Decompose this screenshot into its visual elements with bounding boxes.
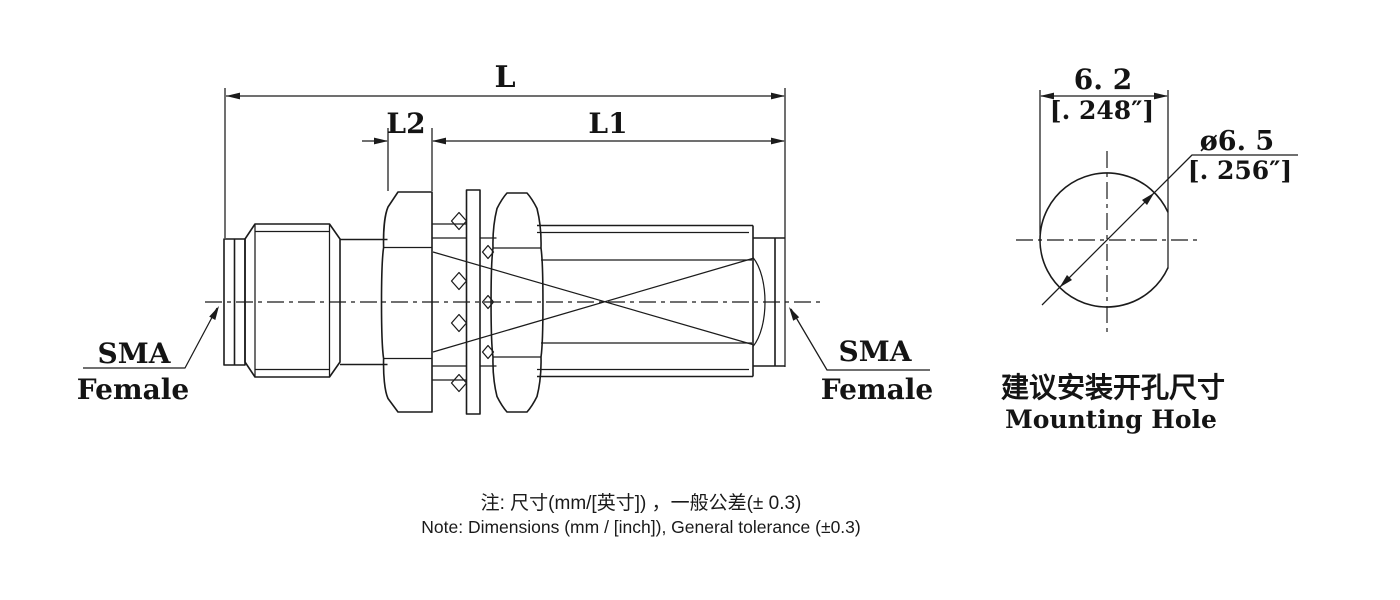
flat-washer	[465, 189, 481, 415]
right-connector-label: SMA Female	[789, 307, 933, 406]
arrowhead	[226, 92, 240, 100]
hex-nut	[380, 191, 433, 413]
leader-line	[1041, 154, 1298, 306]
arrowhead	[1059, 275, 1072, 288]
hole-width-mm: 6. 2	[1074, 63, 1132, 96]
left-port-gender: Female	[77, 373, 189, 406]
internal-cone-lines	[432, 251, 753, 353]
knurled-body	[244, 223, 341, 378]
hole-diameter-mm: ø6. 5	[1200, 126, 1274, 157]
leader-line	[790, 308, 930, 371]
drawing-notes: 注: 尺寸(mm/[英寸]) ，一般公差(± 0.3) Note: Dimens…	[421, 492, 860, 537]
socket-dome-arc	[752, 257, 766, 347]
dimension-l: L	[224, 60, 786, 367]
hole-diameter-dimension: ø6. 5 [. 256″]	[1041, 126, 1298, 306]
dim-label-l2: L2	[386, 107, 425, 140]
arrowhead	[374, 137, 388, 145]
hole-width-inch: [. 248″]	[1050, 96, 1154, 125]
arrowhead	[1154, 92, 1168, 100]
right-end-cap	[753, 237, 785, 367]
thread-lines-left	[432, 223, 467, 381]
arrowhead	[209, 306, 219, 320]
right-port-type: SMA	[839, 335, 913, 368]
right-port-gender: Female	[821, 373, 933, 406]
note-line-zh: 注: 尺寸(mm/[英寸]) ，一般公差(± 0.3)	[481, 492, 802, 514]
left-port-type: SMA	[98, 337, 172, 370]
arrowhead	[1040, 92, 1054, 100]
dim-label-l1: L1	[588, 107, 627, 140]
mounting-hole-caption-zh: 建议安装开孔尺寸	[1001, 372, 1225, 403]
arrowhead	[432, 137, 446, 145]
dimension-l1: L1	[432, 107, 785, 145]
arrowhead	[771, 92, 785, 100]
dimension-l2: L2	[362, 107, 433, 191]
mounting-hole-view: 6. 2 [. 248″] ø6. 5 [. 256″] 建议安装开孔尺寸 Mo…	[1001, 63, 1298, 434]
hole-diameter-inch: [. 256″]	[1188, 156, 1292, 185]
hex-body	[490, 192, 544, 413]
dim-label-l: L	[494, 60, 515, 95]
left-end-cap	[223, 238, 246, 366]
leader-line	[83, 307, 218, 369]
hole-width-dimension: 6. 2 [. 248″]	[1039, 63, 1169, 269]
side-view: L L2 L1 SMA Female SMA Female	[77, 60, 933, 415]
main-body	[432, 224, 766, 378]
arrowhead	[789, 307, 800, 321]
left-connector-label: SMA Female	[77, 306, 219, 406]
mounting-hole-caption-en: Mounting Hole	[1005, 405, 1217, 434]
arrowhead	[771, 137, 785, 145]
neck-cylinder	[340, 238, 388, 366]
arrowhead	[1142, 192, 1155, 205]
note-line-en: Note: Dimensions (mm / [inch]), General …	[421, 517, 860, 537]
